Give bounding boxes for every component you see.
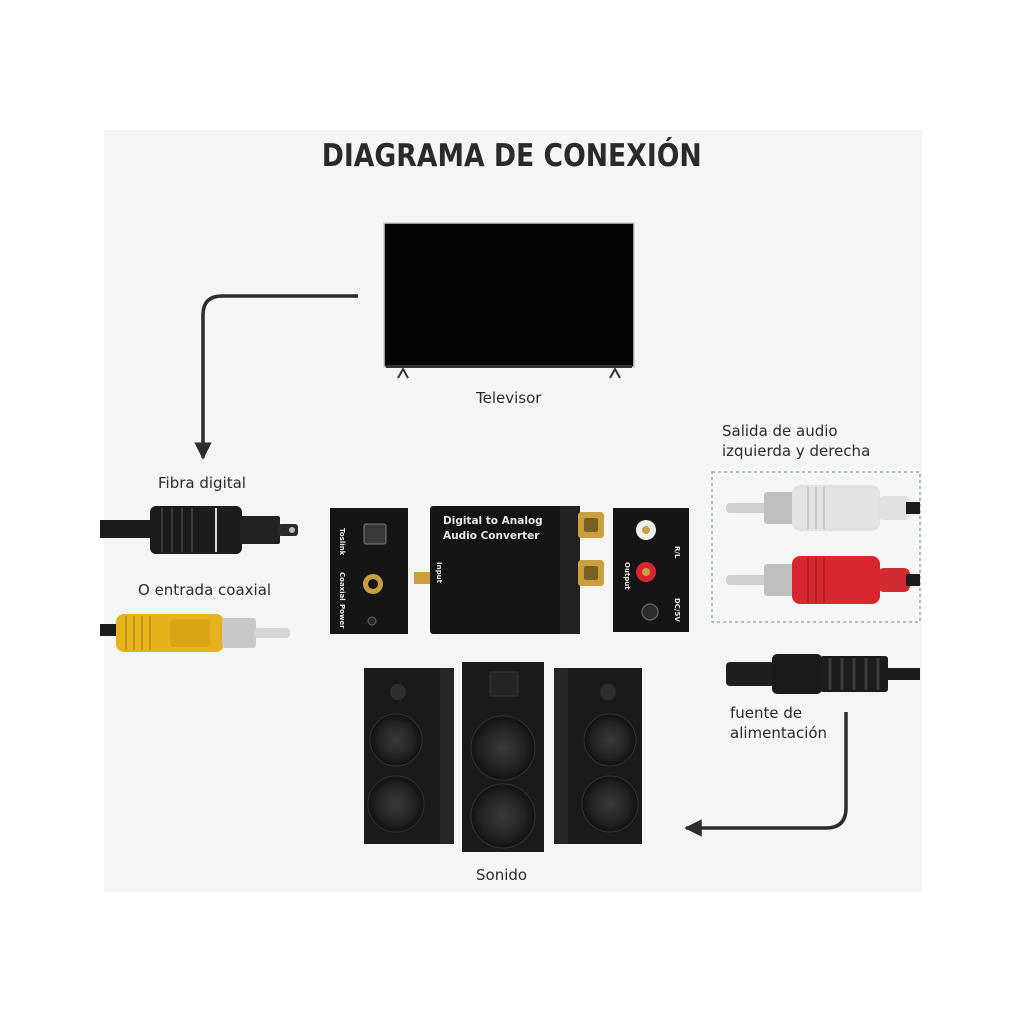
audio-output-frame	[711, 471, 921, 623]
red-rca-cable	[726, 556, 920, 604]
power-label: fuente de alimentación	[730, 703, 827, 743]
dc-label: DC/5V	[673, 598, 681, 622]
input-label: Input	[435, 562, 443, 584]
coax-label: O entrada coaxial	[138, 581, 272, 599]
television	[383, 222, 635, 379]
sound-label: Sonido	[476, 866, 528, 884]
white-rca-cable	[726, 485, 920, 531]
speaker-left	[364, 668, 454, 844]
speaker-center	[462, 662, 544, 852]
power-port-label: Power	[338, 604, 346, 629]
device-input-panel: Toslink Coaxial Power	[330, 508, 408, 634]
optical-cable	[100, 506, 298, 554]
power-to-sound-arrow	[684, 712, 848, 837]
converter-name-line1: Digital to Analog	[443, 515, 543, 527]
tv-label: Televisor	[476, 389, 542, 407]
diagram-title: DIAGRAMA DE CONEXIÓN	[321, 138, 702, 174]
speaker-right	[554, 668, 642, 844]
device-output-panel: Output R/L DC/5V	[613, 508, 689, 632]
power-label-line1: fuente de	[730, 704, 803, 722]
tv-to-fiber-arrow	[194, 294, 358, 460]
audio-output-label-line1: Salida de audio	[722, 422, 838, 440]
dc-power-cable	[726, 654, 920, 694]
converter-name-line2: Audio Converter	[443, 530, 540, 542]
converter-box: Digital to Analog Audio Converter Input	[414, 506, 604, 634]
audio-output-label-line2: izquierda y derecha	[722, 442, 871, 460]
toslink-port-label: Toslink	[338, 528, 346, 556]
power-label-line2: alimentación	[730, 724, 828, 742]
rl-label: R/L	[673, 546, 681, 559]
coaxial-cable	[100, 614, 290, 652]
output-label: Output	[623, 562, 631, 590]
audio-output-label: Salida de audio izquierda y derecha	[722, 421, 870, 461]
coaxial-port-label: Coaxial	[338, 572, 346, 601]
fiber-label: Fibra digital	[158, 474, 246, 492]
